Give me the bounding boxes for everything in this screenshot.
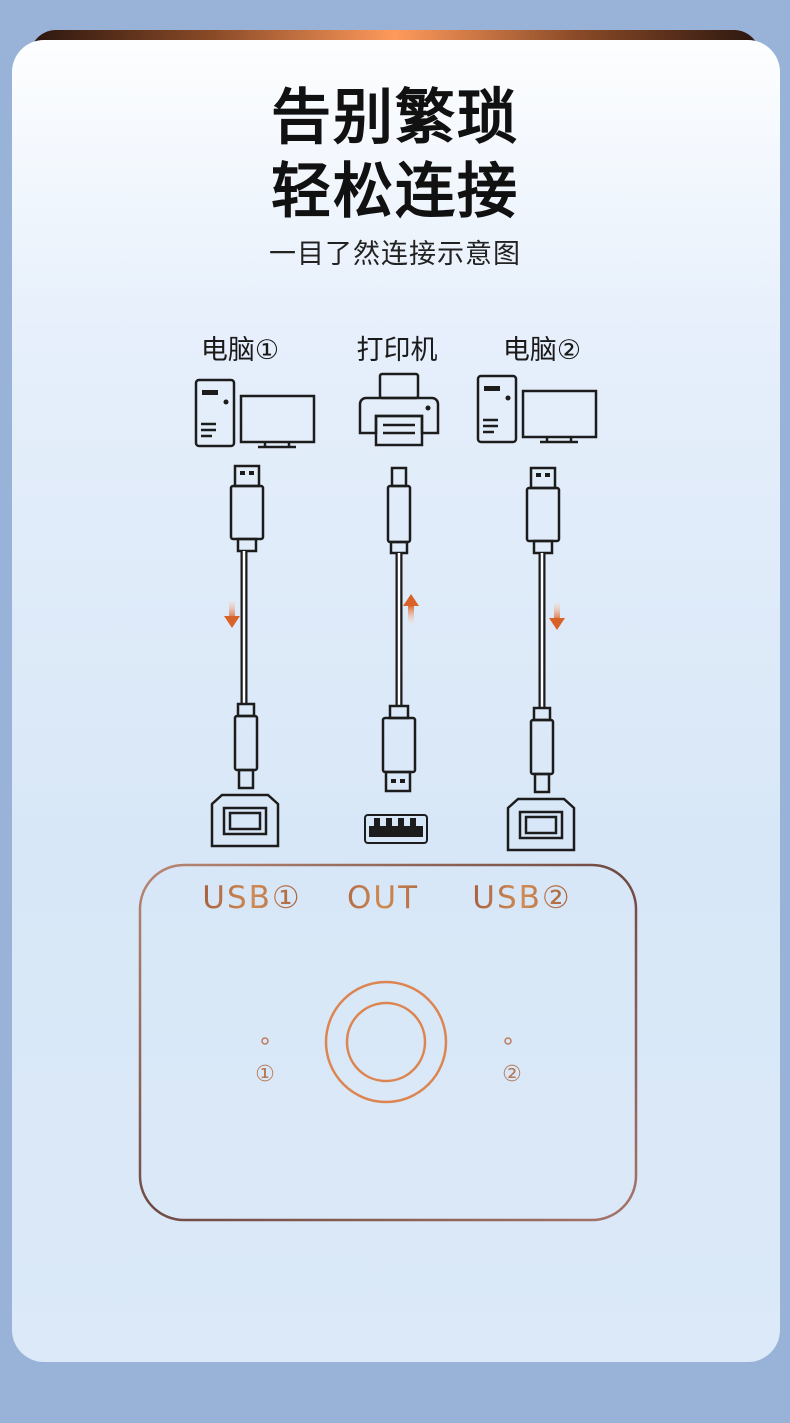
indicator-label-1: ① <box>255 1062 275 1087</box>
switch-box-outline <box>138 863 638 1222</box>
device-label-computer-1: 电脑① <box>200 335 280 366</box>
port-label-usb-1: USB① <box>172 880 332 916</box>
page-subtitle: 一目了然连接示意图 <box>269 239 521 270</box>
indicator-led-2 <box>504 1037 512 1045</box>
usb-b-port-icon <box>506 797 576 852</box>
arrow-up-icon <box>403 594 419 623</box>
device-label-printer: 打印机 <box>356 335 438 366</box>
port-label-out: OUT <box>303 880 463 916</box>
arrow-down-icon <box>224 601 240 628</box>
computer-2-icon <box>476 374 598 444</box>
usb-cable-printer <box>381 466 417 793</box>
indicator-led-1 <box>261 1037 269 1045</box>
usb-cable-1 <box>229 464 265 790</box>
indicator-label-2: ② <box>502 1062 522 1087</box>
usb-cable-2 <box>525 466 561 794</box>
printer-icon <box>358 372 440 447</box>
push-button-icon <box>324 980 448 1104</box>
port-label-usb-2: USB② <box>442 880 602 916</box>
arrow-down-icon <box>549 603 565 630</box>
device-label-computer-2: 电脑② <box>502 335 582 366</box>
computer-1-icon <box>194 378 316 449</box>
switch-button[interactable] <box>326 982 446 1102</box>
page-title-line1: 告别繁琐 <box>271 83 519 153</box>
page-title-line2: 轻松连接 <box>271 157 519 227</box>
usb-a-port-icon <box>364 814 428 844</box>
usb-b-port-icon <box>210 793 280 848</box>
